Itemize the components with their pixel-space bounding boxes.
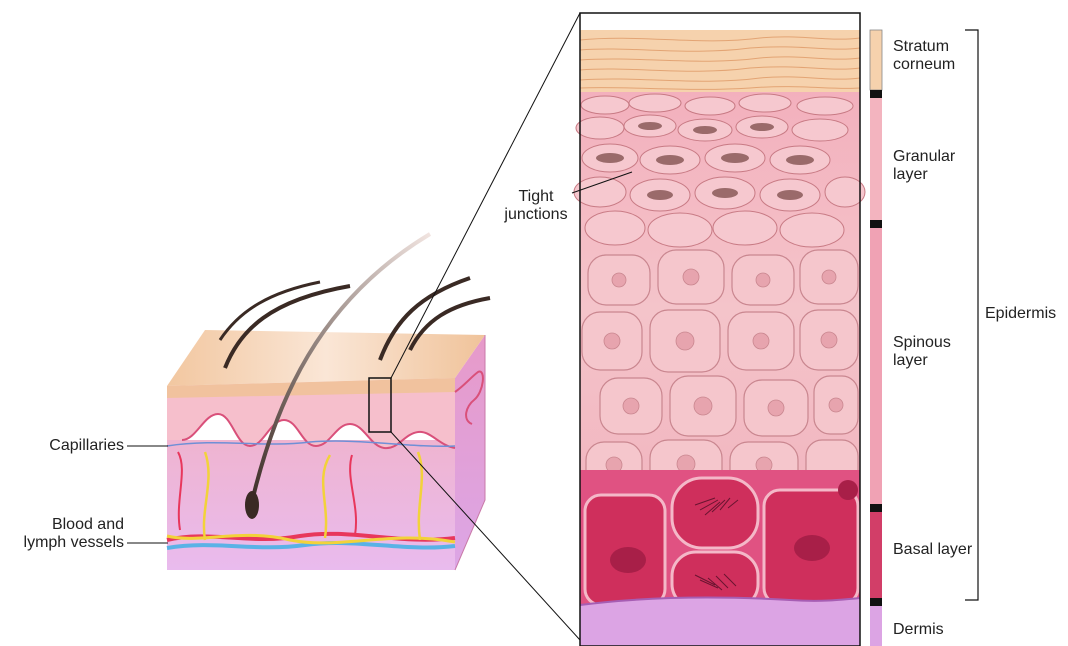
epidermis-cross-section xyxy=(574,13,865,646)
epidermis-bracket xyxy=(965,30,978,600)
skin-block xyxy=(167,234,490,570)
label-blood-and-lymph-vessels: Blood and lymph vessels xyxy=(6,516,124,553)
label-tight-junctions: Tight junctions xyxy=(494,188,578,225)
label-stratum-corneum: Stratum corneum xyxy=(893,38,973,75)
label-granular-layer: Granular layer xyxy=(893,148,983,185)
label-capillaries: Capillaries xyxy=(20,437,124,455)
layer-color-bar xyxy=(870,30,882,646)
label-spinous-layer: Spinous layer xyxy=(893,334,983,371)
label-dermis: Dermis xyxy=(893,621,944,639)
label-basal-layer: Basal layer xyxy=(893,541,983,559)
label-epidermis: Epidermis xyxy=(985,305,1056,323)
